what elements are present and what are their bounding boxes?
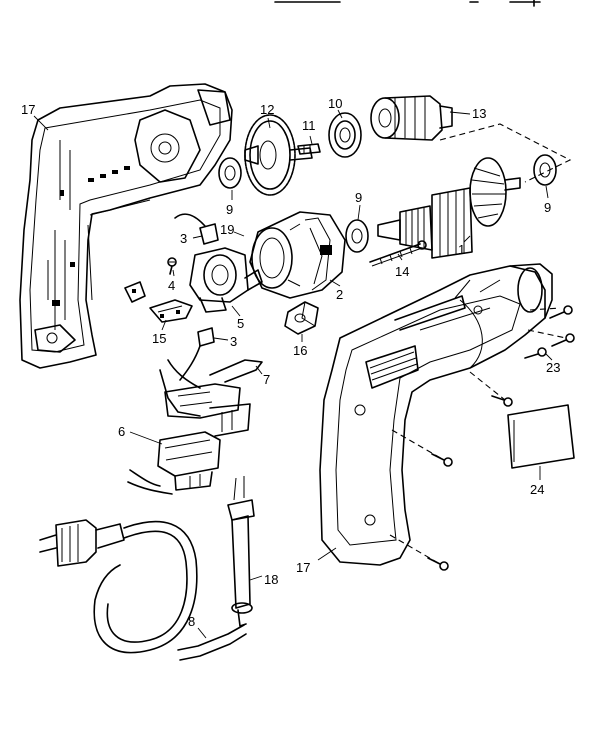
- callout-11: 11: [302, 118, 316, 133]
- chuck-13: [370, 95, 453, 141]
- callout-3-upper: 3: [180, 231, 187, 246]
- callout-12: 12: [260, 102, 274, 117]
- wire-lead-7: [159, 359, 263, 417]
- brush-holder-assembly: [174, 213, 263, 313]
- bearing-9-right: [533, 154, 557, 186]
- callout-13: 13: [472, 106, 486, 121]
- right-housing-half: [319, 263, 553, 566]
- screw-low-f: [427, 557, 449, 571]
- switch-assembly: [127, 383, 251, 495]
- field-2: [249, 211, 346, 299]
- callout-14: 14: [395, 264, 409, 279]
- callout-15: 15: [152, 331, 166, 346]
- shaft-11: [297, 143, 321, 155]
- bracket-15: [149, 299, 193, 323]
- callout-4: 4: [168, 278, 175, 293]
- callout-10: 10: [328, 96, 342, 111]
- callout-3-lower: 3: [230, 334, 237, 349]
- screw-mid-e: [431, 453, 453, 467]
- block-16: [284, 301, 319, 335]
- assembly-path-upper: [439, 123, 572, 183]
- callout-17-lower: 17: [296, 560, 310, 575]
- screw-4: [167, 257, 177, 275]
- strain-relief-18: [227, 476, 255, 627]
- callout-labels: 17 12 11 10 13 9 9 9 3 19 1 14 4 2 5 15 …: [21, 96, 560, 629]
- callout-5: 5: [237, 316, 244, 331]
- callout-17-upper: 17: [21, 102, 35, 117]
- callout-9-left: 9: [226, 202, 233, 217]
- screw-23-c: [524, 347, 547, 359]
- nameplate-label-24: [507, 404, 575, 469]
- callout-23: 23: [546, 360, 560, 375]
- housing-screws: [427, 305, 575, 571]
- callout-2: 2: [336, 287, 343, 302]
- callout-6: 6: [118, 424, 125, 439]
- callout-7: 7: [263, 372, 270, 387]
- bearing-9-center: [345, 219, 369, 253]
- header-fragment: [274, 0, 541, 7]
- assembly-path-right: [389, 307, 567, 565]
- callout-18: 18: [264, 572, 278, 587]
- power-cord-8: [39, 519, 247, 661]
- callout-9-right: 9: [544, 200, 551, 215]
- screw-23-b: [551, 333, 575, 347]
- callout-8: 8: [188, 614, 195, 629]
- callout-9-center: 9: [355, 190, 362, 205]
- connector-3-lower: [179, 327, 215, 381]
- bearing-9-left: [218, 157, 242, 189]
- bearing-10: [328, 112, 362, 158]
- armature-1: [377, 157, 521, 259]
- left-housing-half: [19, 83, 233, 369]
- callout-19: 19: [220, 222, 234, 237]
- callout-1: 1: [458, 242, 465, 257]
- leader-lines: [33, 109, 553, 639]
- clip-small: [124, 281, 146, 303]
- screw-23-a: [549, 305, 573, 319]
- callout-16: 16: [293, 343, 307, 358]
- screw-14: [369, 240, 427, 267]
- screw-right-d: [491, 395, 513, 407]
- callout-24: 24: [530, 482, 544, 497]
